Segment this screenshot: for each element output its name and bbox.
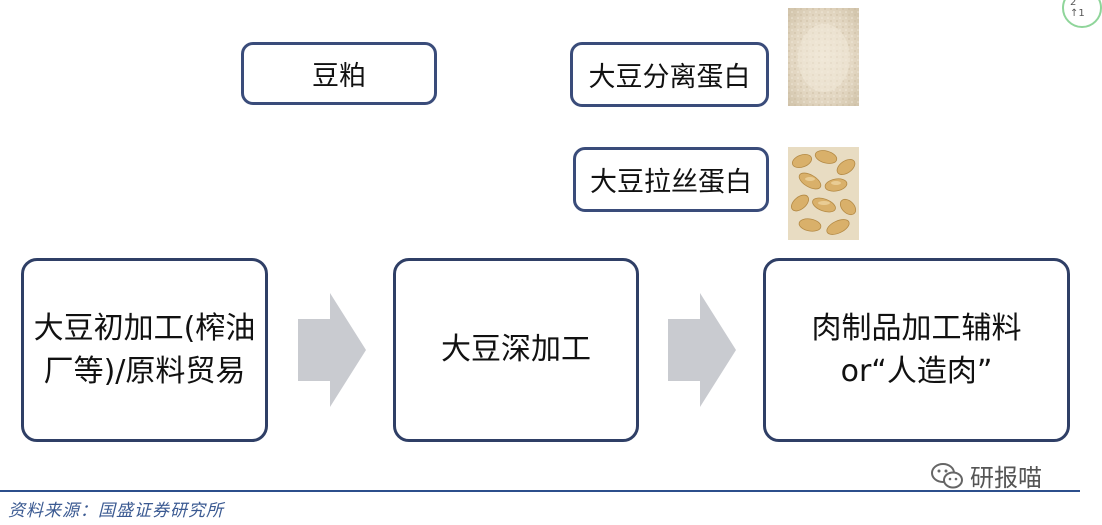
textured-protein-box: 大豆拉丝蛋白 [573, 147, 769, 212]
protein-powder-photo [788, 8, 859, 106]
primary-processing-box: 大豆初加工(榨油 厂等)/原料贸易 [21, 258, 268, 442]
primary-processing-line1: 大豆初加工(榨油 [33, 310, 256, 346]
soybean-meal-label: 豆粕 [312, 61, 366, 92]
arrow-right-icon [298, 293, 366, 407]
primary-processing-line2: 厂等)/原料贸易 [43, 354, 246, 389]
footer-divider [0, 490, 1080, 492]
watermark-text: 研报喵 [970, 464, 1042, 492]
corner-badge: 2 ↑1 [1062, 0, 1102, 28]
textured-protein-label: 大豆拉丝蛋白 [590, 167, 752, 198]
meat-product-box: 肉制品加工辅料 or“人造肉” [763, 258, 1070, 442]
meat-product-line2: or“人造肉” [840, 354, 993, 389]
corner-badge-line2: ↑1 [1070, 8, 1085, 19]
arrow-right-icon [668, 293, 736, 407]
wechat-icon [931, 462, 963, 488]
corner-badge-line1: 2 [1070, 0, 1077, 8]
soybean-meal-box: 豆粕 [241, 42, 437, 105]
meat-product-line1: 肉制品加工辅料 [811, 310, 1022, 346]
textured-protein-photo [788, 147, 859, 240]
isolated-protein-box: 大豆分离蛋白 [570, 42, 769, 107]
source-note: 资料来源：国盛证券研究所 [8, 501, 224, 521]
isolated-protein-label: 大豆分离蛋白 [588, 62, 751, 93]
deep-processing-box: 大豆深加工 [393, 258, 639, 442]
deep-processing-label: 大豆深加工 [441, 332, 591, 368]
watermark: 研报喵 [930, 458, 1042, 493]
